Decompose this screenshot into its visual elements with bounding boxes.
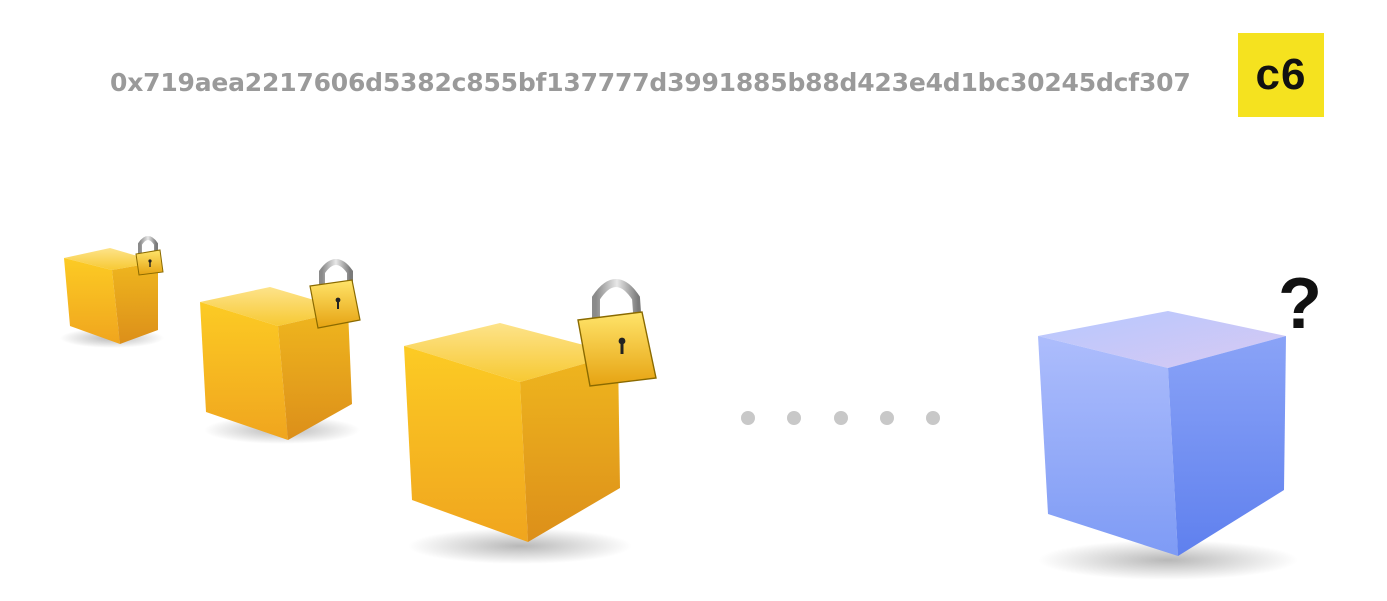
locked-block-1	[60, 248, 164, 348]
block-hash: 0x719aea2217606d5382c855bf137777d3991885…	[110, 68, 1191, 97]
ellipsis-dots	[741, 411, 940, 425]
hash-suffix-badge: c6	[1238, 33, 1324, 117]
ellipsis-dot	[741, 411, 755, 425]
padlock-icon	[577, 279, 657, 387]
ellipsis-dot	[787, 411, 801, 425]
locked-block-2	[200, 287, 360, 444]
padlock-icon	[135, 236, 164, 276]
question-mark: ?	[1278, 264, 1322, 344]
ellipsis-dot	[834, 411, 848, 425]
ellipsis-dot	[926, 411, 940, 425]
ellipsis-dot	[880, 411, 894, 425]
unknown-block	[1038, 311, 1298, 580]
locked-block-3	[404, 323, 632, 564]
padlock-icon	[309, 259, 361, 329]
